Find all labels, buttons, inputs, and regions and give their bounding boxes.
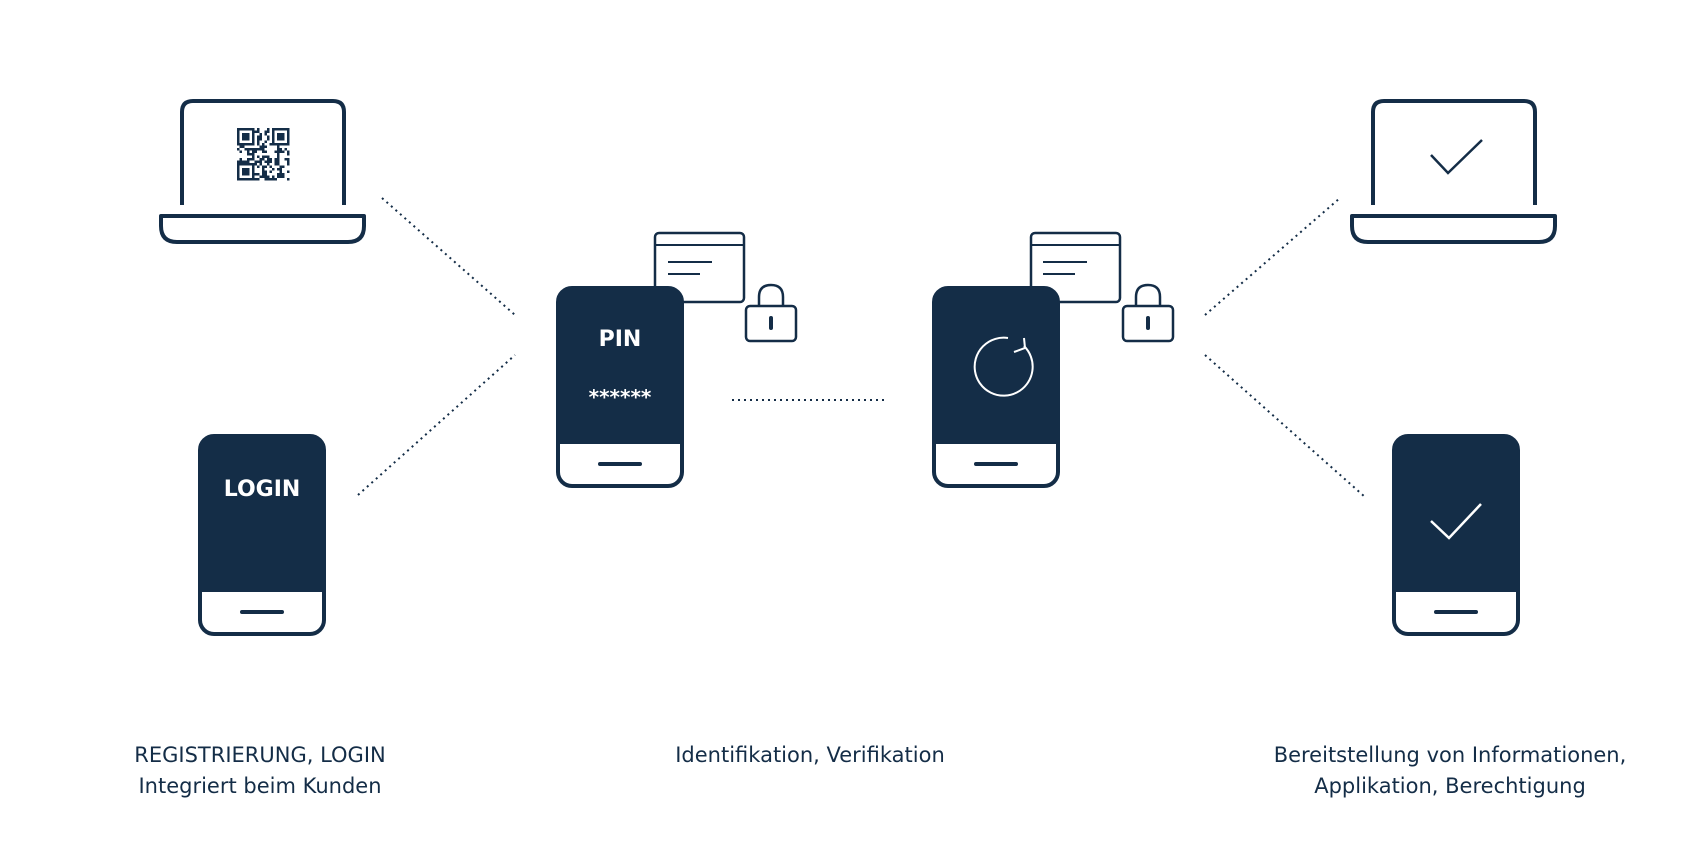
- phone-pin: PIN ******: [556, 231, 798, 488]
- caption-registration-line2: Integriert beim Kunden: [138, 774, 382, 798]
- id-card-icon: [653, 231, 746, 304]
- qr-code-icon: [237, 128, 290, 181]
- connector-verify-to-check-phone: [1204, 354, 1366, 498]
- check-icon: [1430, 503, 1482, 540]
- login-label: LOGIN: [224, 477, 301, 502]
- caption-provision-line1: Bereitstellung von Informationen,: [1273, 743, 1627, 767]
- check-icon: [1430, 139, 1483, 175]
- lock-icon: [1121, 283, 1175, 343]
- caption-provision: Bereitstellung von Informationen, Applik…: [1240, 740, 1660, 802]
- id-card-icon: [1029, 231, 1122, 304]
- connector-laptop-to-pin-phone: [381, 197, 516, 316]
- caption-registration-line1: REGISTRIERUNG, LOGIN: [134, 743, 386, 767]
- laptop-check: [1350, 99, 1557, 244]
- caption-identification-line1: Identifikation, Verifikation: [675, 743, 945, 767]
- phone-check: [1392, 434, 1520, 636]
- caption-registration: REGISTRIERUNG, LOGIN Integriert beim Kun…: [60, 740, 460, 802]
- refresh-icon: [973, 336, 1034, 397]
- connector-login-phone-to-pin-phone: [357, 354, 516, 496]
- phone-verify: [932, 231, 1175, 488]
- connector-verify-to-laptop: [1204, 197, 1341, 316]
- caption-provision-line2: Applikation, Berechtigung: [1314, 774, 1586, 798]
- pin-label: PIN: [599, 327, 642, 352]
- laptop-qr: [159, 99, 366, 244]
- connectors: [357, 197, 1366, 498]
- phone-login: LOGIN: [198, 434, 326, 636]
- lock-icon: [744, 283, 798, 343]
- pin-mask: ******: [589, 385, 652, 409]
- caption-identification: Identifikation, Verifikation: [600, 740, 1020, 771]
